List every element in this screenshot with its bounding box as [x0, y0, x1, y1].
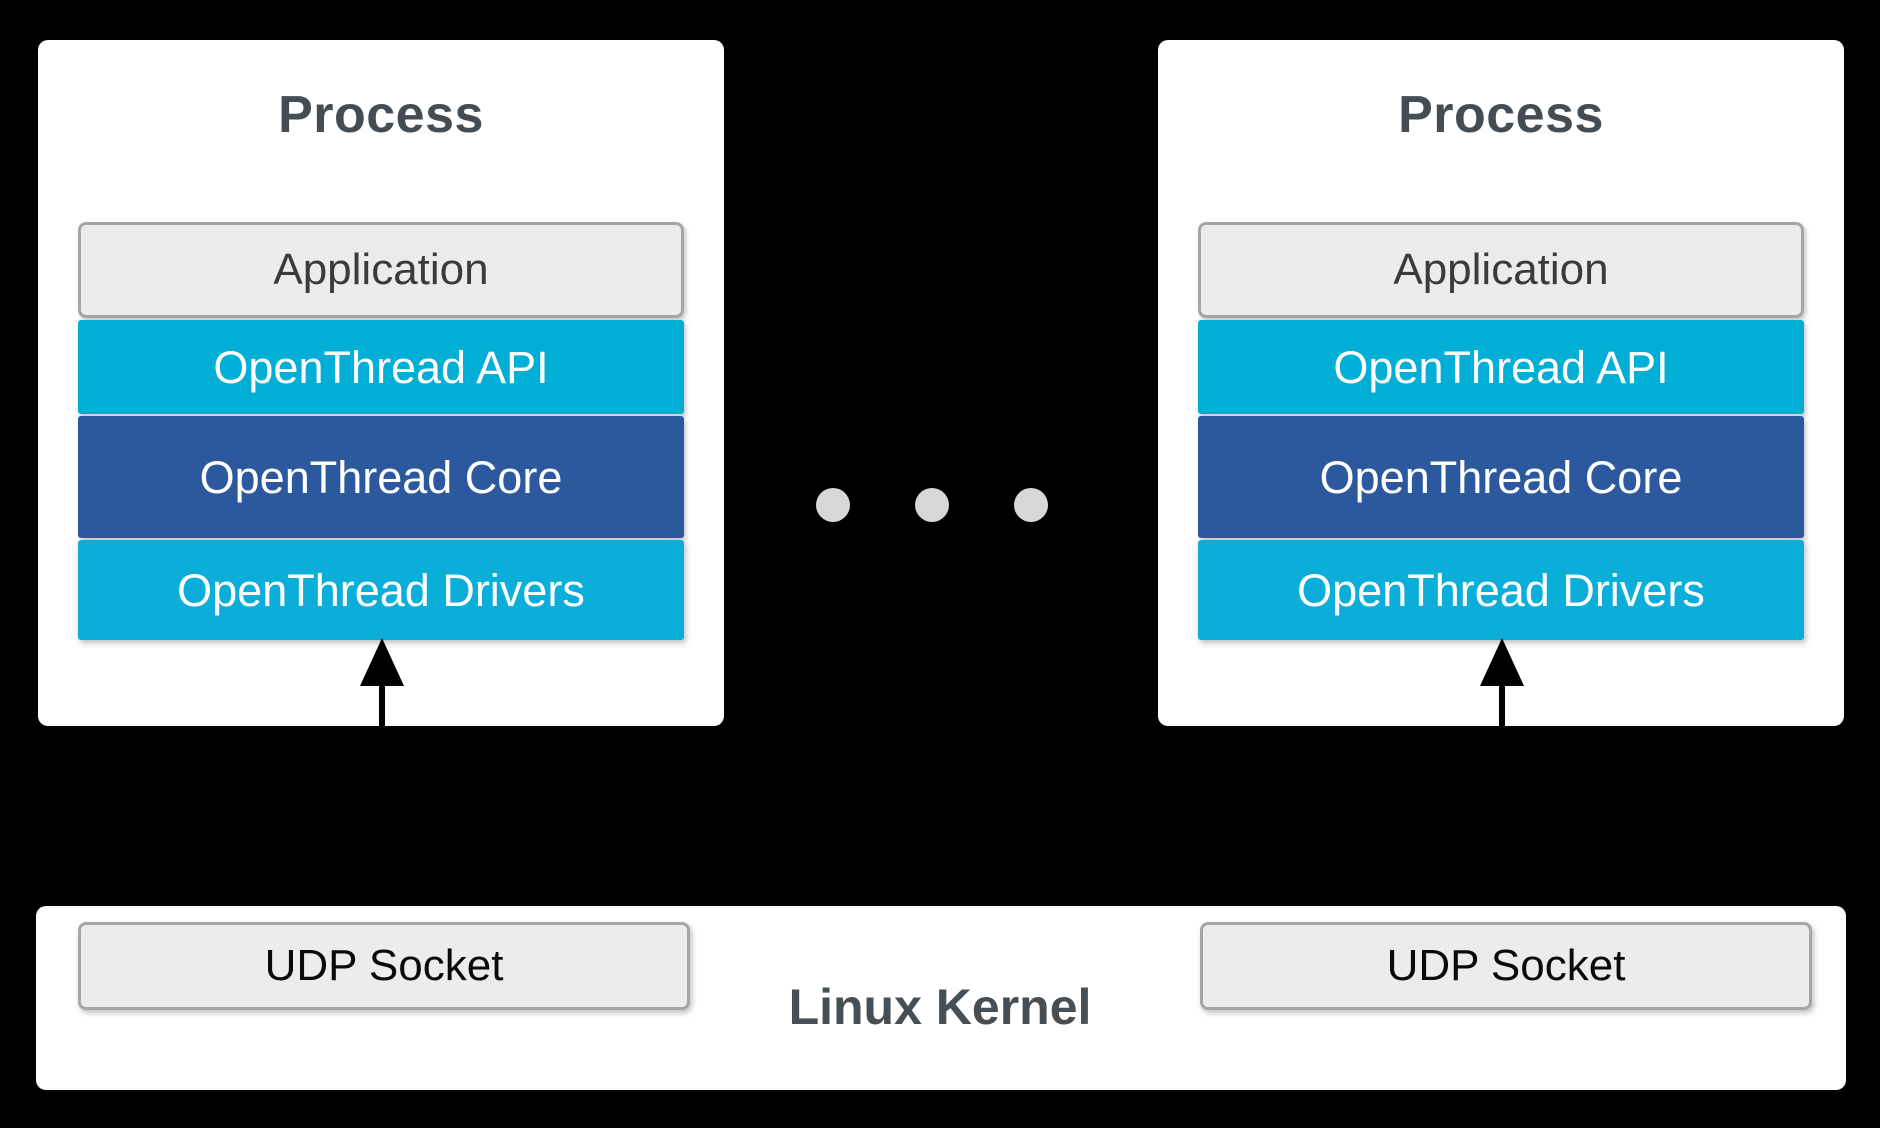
layer-label: OpenThread API: [1333, 341, 1669, 393]
ellipsis-dot: [915, 488, 949, 522]
layer-label: OpenThread API: [213, 341, 549, 393]
layer-label: OpenThread Drivers: [1297, 564, 1705, 616]
arrow-up-icon: [1480, 638, 1524, 746]
ellipsis-dot: [1014, 488, 1048, 522]
layer-openthread-core-left: OpenThread Core: [78, 416, 684, 538]
arrow-socket-to-drivers-left: [352, 636, 412, 746]
layer-openthread-core-right: OpenThread Core: [1198, 416, 1804, 538]
layer-label: Application: [1393, 245, 1609, 294]
process-title-right: Process: [1398, 86, 1604, 144]
ellipsis-dots: [816, 488, 1048, 522]
kernel-title: Linux Kernel: [788, 979, 1092, 1035]
udp-socket-right: UDP Socket: [1200, 922, 1812, 1010]
layer-label: Application: [273, 245, 489, 294]
ellipsis-dot: [816, 488, 850, 522]
udp-socket-left: UDP Socket: [78, 922, 690, 1010]
layer-label: OpenThread Core: [1319, 451, 1683, 503]
layer-label: OpenThread Drivers: [177, 564, 585, 616]
process-title-left: Process: [278, 86, 484, 144]
udp-socket-label: UDP Socket: [264, 941, 504, 990]
arrow-up-icon: [360, 638, 404, 746]
layer-openthread-api-left: OpenThread API: [78, 320, 684, 414]
layer-application-left: Application: [78, 222, 684, 318]
layer-label: OpenThread Core: [199, 451, 563, 503]
layer-openthread-api-right: OpenThread API: [1198, 320, 1804, 414]
arrow-socket-to-drivers-right: [1472, 636, 1532, 746]
layer-openthread-drivers-left: OpenThread Drivers: [78, 540, 684, 640]
layer-openthread-drivers-right: OpenThread Drivers: [1198, 540, 1804, 640]
udp-socket-label: UDP Socket: [1386, 941, 1626, 990]
layer-application-right: Application: [1198, 222, 1804, 318]
